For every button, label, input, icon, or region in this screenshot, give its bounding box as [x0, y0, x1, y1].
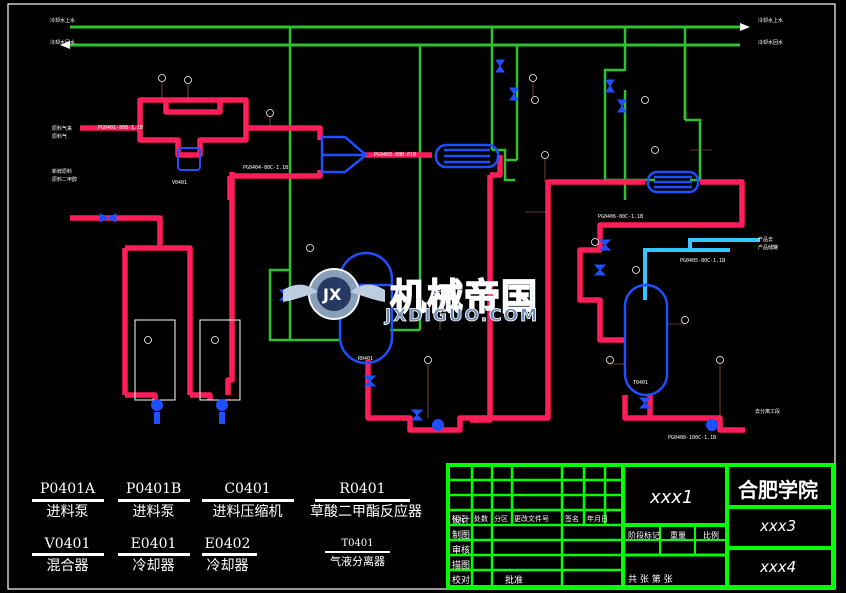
cooling-water-headers — [70, 25, 740, 47]
label-eq-t: T0401 — [633, 380, 649, 386]
legend-name-v0401: 混合器 — [46, 558, 89, 574]
title-field4: xxx4 — [760, 558, 797, 576]
legend-underline — [118, 499, 190, 502]
process-piping — [70, 97, 745, 433]
label-inlet2: 原料气 — [52, 134, 68, 140]
instrument-bubbles — [144, 74, 724, 364]
legend-underline — [32, 553, 104, 556]
title-drawing-name: xxx1 — [650, 487, 694, 508]
label-return-left: 冷却水回水 — [50, 40, 76, 46]
title-row-label: 处数 — [474, 515, 488, 523]
legend-underline — [202, 499, 294, 502]
label-pipe1: PG0401-80B-1.1B — [98, 125, 144, 131]
label-inlet3: 新鲜原料 — [52, 169, 73, 175]
legend-underline — [315, 499, 410, 502]
label-outlet2: 产品储罐 — [758, 245, 779, 251]
label-outlet3: 去分离工段 — [755, 409, 781, 415]
separator-t0401 — [623, 283, 669, 397]
instrument-leaders — [161, 82, 721, 418]
legend-code-t0401: T0401 — [341, 538, 374, 549]
legend-name-r0401: 草酸二甲酯反应器 — [310, 504, 422, 520]
legend-name-c0401: 进料压缩机 — [212, 504, 283, 520]
label-pipe2: PG0404-80C-1.1B — [243, 165, 289, 171]
label-outlet1: 产品去 — [758, 237, 774, 243]
label-inlet4: 原料二甲醇 — [52, 177, 78, 183]
legend-code-p0401b: P0401B — [126, 481, 182, 497]
legend-underline — [118, 553, 190, 556]
cooler-e0402 — [646, 170, 700, 194]
drawing-frame — [7, 3, 836, 590]
legend-name-t0401: 气液分离器 — [330, 555, 385, 568]
title-row-label: 年月日 — [587, 515, 608, 523]
label-eq-mix: V0401 — [172, 180, 188, 186]
title-row-label: 标记 — [452, 515, 466, 523]
header-arrows — [60, 23, 750, 49]
label-pipe5: PG0405-80C-1.1B — [680, 258, 726, 264]
watermark-en: JXDIGUO.COM — [385, 306, 540, 327]
legend-name-e0401: 冷却器 — [132, 558, 175, 574]
compressor-c0401 — [320, 135, 368, 174]
title-left-label: 批准 — [505, 576, 524, 586]
legend-code-c0401: C0401 — [224, 481, 271, 497]
legend-underline — [202, 553, 257, 556]
title-row-label: 分区 — [494, 515, 508, 523]
label-inlet1: 原料气来 — [52, 126, 73, 132]
title-left-label: 描图 — [452, 561, 471, 571]
title-row-label: 更改文件号 — [514, 515, 549, 523]
legend-code-e0402: E0402 — [204, 536, 251, 552]
label-pipe6: PG0408-100C-1.1B — [668, 435, 717, 441]
legend-name-p0401b: 进料泵 — [132, 504, 175, 520]
title-field3: xxx3 — [760, 517, 797, 535]
legend-code-p0401a: P0401A — [40, 481, 96, 497]
label-pipe3: PG0403-80B-P1B — [374, 152, 417, 158]
gas-line — [643, 238, 760, 300]
title-left-label: 审核 — [452, 546, 471, 556]
legend-code-v0401: V0401 — [44, 536, 91, 552]
title-mid-label: 阶段标记 — [628, 531, 660, 540]
label-return-right: 冷却水回水 — [758, 40, 784, 46]
valves — [99, 59, 652, 421]
pumps — [151, 399, 228, 424]
legend-code-r0401: R0401 — [339, 481, 386, 497]
legend-underline — [325, 551, 390, 553]
title-row-label: 签名 — [565, 515, 579, 523]
label-eq-r: R0401 — [358, 356, 374, 362]
label-supply-right: 冷却水上水 — [758, 18, 784, 24]
legend-name-e0402: 冷却器 — [206, 558, 249, 574]
title-left-label: 校对 — [452, 576, 471, 586]
cooler-e0401 — [434, 143, 500, 169]
watermark-logo-letters: JX — [323, 285, 342, 304]
mixer-v0401 — [177, 147, 201, 171]
title-school: 合肥学院 — [738, 478, 818, 502]
watermark-logo — [283, 268, 385, 320]
legend-name-p0401a: 进料泵 — [46, 504, 89, 520]
title-mid-label: 比例 — [703, 531, 719, 540]
title-left-label: 制图 — [452, 531, 471, 541]
label-pipe4: PG0406-80C-1.1B — [598, 214, 644, 220]
legend-underline — [32, 499, 104, 502]
title-bottom-left: 共 张 第 张 — [628, 575, 673, 585]
watermark-cn: 机械帝国 — [389, 276, 539, 319]
legend-code-e0401: E0401 — [130, 536, 177, 552]
title-mid-label: 重量 — [670, 531, 686, 540]
label-supply-left: 冷却水上水 — [50, 18, 76, 24]
pump-at-bottom — [432, 419, 718, 431]
title-left-label: 设计 — [452, 516, 471, 526]
